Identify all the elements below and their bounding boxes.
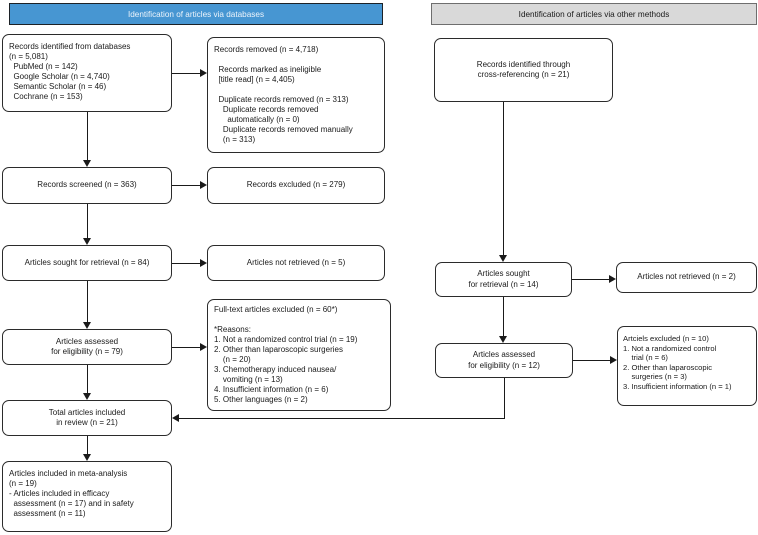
arrow-identified-to-removed-head bbox=[200, 69, 207, 77]
arrow-total-to-meta-line bbox=[87, 436, 88, 454]
arrow-crossref-to-sought-line bbox=[503, 102, 504, 255]
box-articles-excluded-other: Artciels excluded (n = 10) 1. Not a rand… bbox=[617, 326, 757, 406]
arrow-assessed-other-to-excluded-head bbox=[610, 356, 617, 364]
arrow-sought-other-to-assessed-line bbox=[503, 297, 504, 336]
box-articles-assessed-eligibility-databases: Articles assessed for eligibility (n = 7… bbox=[2, 329, 172, 365]
box-articles-sought-retrieval-other: Articles sought for retrieval (n = 14) bbox=[435, 262, 572, 297]
arrow-screened-to-sought-line bbox=[87, 204, 88, 238]
arrow-sought-other-to-not-retrieved-line bbox=[572, 279, 609, 280]
arrow-identified-to-screened-line bbox=[87, 112, 88, 160]
arrow-assessed-to-total-head bbox=[83, 393, 91, 400]
arrow-screened-to-sought-head bbox=[83, 238, 91, 245]
arrow-sought-to-assessed-line bbox=[87, 281, 88, 322]
box-articles-meta-analysis: Articles included in meta-analysis (n = … bbox=[2, 461, 172, 532]
arrow-sought-to-not-retrieved-head bbox=[200, 259, 207, 267]
arrow-screened-to-excluded-head bbox=[200, 181, 207, 189]
box-articles-assessed-eligibility-other: Articles assessed for eligibility (n = 1… bbox=[435, 343, 573, 378]
arrow-crossref-to-sought-head bbox=[499, 255, 507, 262]
arrow-assessed-to-fulltext-line bbox=[172, 347, 200, 348]
box-articles-sought-retrieval-databases: Articles sought for retrieval (n = 84) bbox=[2, 245, 172, 281]
box-records-screened: Records screened (n = 363) bbox=[2, 167, 172, 204]
arrow-identified-to-screened-head bbox=[83, 160, 91, 167]
box-records-identified-databases: Records identified from databases (n = 5… bbox=[2, 34, 172, 112]
box-records-cross-referencing: Records identified through cross-referen… bbox=[434, 38, 613, 102]
box-total-articles-included: Total articles included in review (n = 2… bbox=[2, 400, 172, 436]
arrow-screened-to-excluded-line bbox=[172, 185, 200, 186]
arrow-total-to-meta-head bbox=[83, 454, 91, 461]
box-records-removed: Records removed (n = 4,718) Records mark… bbox=[207, 37, 385, 153]
box-records-excluded: Records excluded (n = 279) bbox=[207, 167, 385, 204]
arrow-sought-to-not-retrieved-line bbox=[172, 263, 200, 264]
header-databases: Identification of articles via databases bbox=[9, 3, 383, 25]
arrow-assessed-other-to-total-vline bbox=[504, 378, 505, 419]
arrow-assessed-other-to-total-hline bbox=[179, 418, 505, 419]
arrow-sought-other-to-assessed-head bbox=[499, 336, 507, 343]
arrow-sought-other-to-not-retrieved-head bbox=[609, 275, 616, 283]
arrow-assessed-other-to-total-head bbox=[172, 414, 179, 422]
arrow-sought-to-assessed-head bbox=[83, 322, 91, 329]
arrow-identified-to-removed-line bbox=[172, 73, 200, 74]
box-fulltext-articles-excluded: Full-text articles excluded (n = 60*) *R… bbox=[207, 299, 391, 411]
box-articles-not-retrieved-other: Articles not retrieved (n = 2) bbox=[616, 262, 757, 293]
box-articles-not-retrieved-databases: Articles not retrieved (n = 5) bbox=[207, 245, 385, 281]
arrow-assessed-to-fulltext-head bbox=[200, 343, 207, 351]
arrow-assessed-to-total-line bbox=[87, 365, 88, 393]
header-other-methods: Identification of articles via other met… bbox=[431, 3, 757, 25]
arrow-assessed-other-to-excluded-line bbox=[573, 360, 610, 361]
